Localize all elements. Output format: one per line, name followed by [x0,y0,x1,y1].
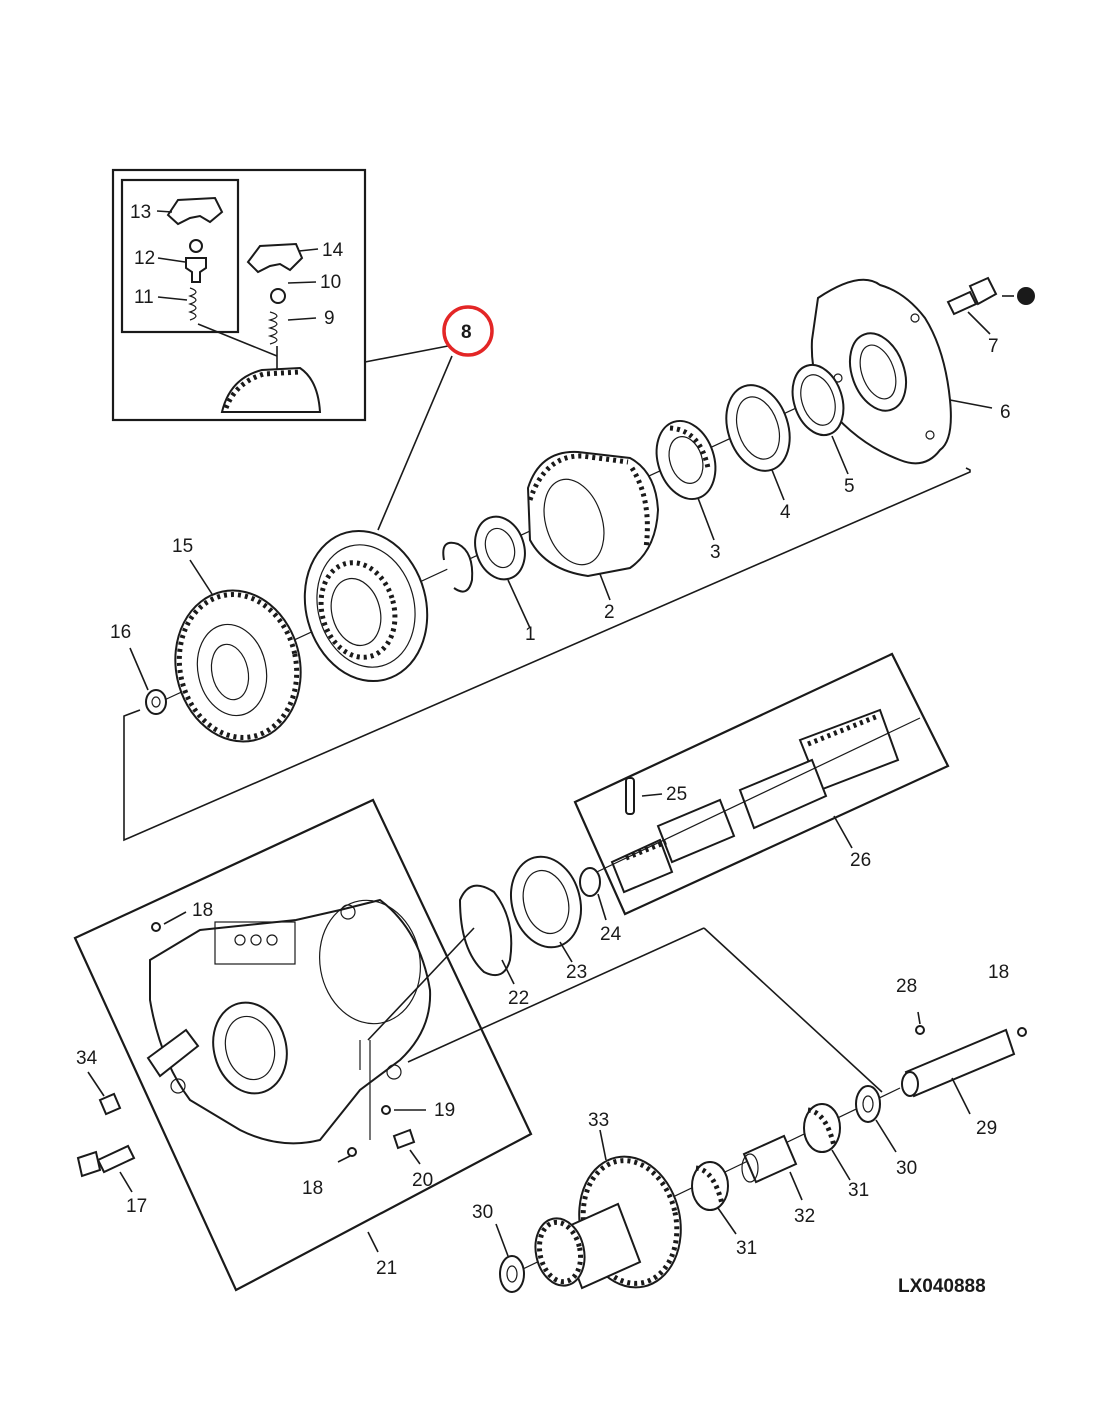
callout-26: 26 [850,850,871,871]
part-26-spline-start [610,838,674,894]
callout-3: 3 [710,542,721,563]
callout-4: 4 [780,502,791,523]
part-21-housing [149,898,432,1145]
sleeve-fragment [220,366,322,413]
part-31-bearing-right [803,1103,841,1153]
callout-11: 11 [134,287,154,308]
callout-25: 25 [666,784,687,805]
callout-30-right: 30 [896,1158,917,1179]
part-2-gear [526,450,660,578]
callout-16: 16 [110,622,131,643]
inset-frame [111,168,367,422]
callout-1: 1 [525,624,536,645]
callout-10: 10 [320,272,341,293]
part-10-ball [270,288,286,304]
callout-29: 29 [976,1118,997,1139]
part-25-pin [625,777,635,815]
callout-23: 23 [566,962,587,983]
part-30-washer-right [855,1085,881,1123]
callout-13: 13 [130,202,151,223]
part-24-ring [579,867,601,897]
callout-18-top: 18 [192,900,213,921]
part-18-ball-a [151,922,161,932]
shaft-assembly [573,652,950,916]
nut-symbol-icon [1017,287,1035,305]
housing-arm [146,1028,200,1078]
part-9-spring [267,311,278,345]
housing-assembly [73,798,705,1292]
snap-ring [442,541,474,593]
part-18-ball-b [347,1147,357,1157]
part-8-sleeve [303,529,429,683]
part-16-bushing [145,689,167,715]
housing-bore [212,1001,288,1095]
callout-20: 20 [412,1170,433,1191]
callout-24: 24 [600,924,622,945]
callout-33: 33 [588,1110,609,1131]
part-7-bolt-head [968,276,998,306]
inset-detail [111,168,367,422]
inset-subframe [120,178,240,334]
callout-19: 19 [434,1100,455,1121]
callout-28: 28 [896,976,917,997]
part-26-shaft-mid [656,798,736,864]
part-11-spring [188,287,197,321]
part-12-plunger [185,257,207,283]
part-4-cup [725,384,791,472]
callout-6: 6 [1000,402,1011,423]
callout-31-right: 31 [848,1180,869,1201]
callout-14: 14 [322,240,344,261]
part-26-shaft-body [738,758,828,830]
callout-21: 21 [376,1258,397,1279]
callout-2: 2 [604,602,615,623]
part-32-spacer [742,1134,798,1184]
part-17-bolt-shank [96,1144,136,1174]
callout-18-bottom: 18 [302,1178,323,1199]
figure-code: LX040888 [898,1276,986,1297]
callout-8: 8 [461,322,472,343]
callout-7: 7 [988,336,999,357]
part-29-shaft-end [901,1071,919,1097]
part-23-bearing [510,855,582,949]
part-1-bearing [474,515,526,581]
part-20-pin [392,1128,416,1150]
housing-frame [73,798,533,1292]
callout-32: 32 [794,1206,815,1227]
callout-30-left: 30 [472,1202,493,1223]
part-18-ball-c [1017,1027,1027,1037]
part-29-shaft [904,1028,1016,1098]
part-28-ball [915,1025,925,1035]
part-3-cone [655,419,717,501]
part-30-washer-left [499,1255,525,1293]
callout-34: 34 [76,1048,98,1069]
part-15-gear [174,589,302,743]
part-5-seal [791,363,845,437]
part-12-ball [189,239,203,253]
shaft-frame [573,652,950,916]
callout-31-left: 31 [736,1238,757,1259]
callout-9: 9 [324,308,335,329]
callout-17: 17 [126,1196,147,1217]
part-31-bearing-left [691,1161,729,1211]
part-17-bolt-head [76,1150,102,1178]
callout-labels: 1 2 3 4 5 6 7 8 9 10 11 12 13 14 15 16 1… [76,202,1011,1279]
bearing-group [458,855,607,985]
part-14-clip [246,242,304,274]
callout-5: 5 [844,476,855,497]
callout-15: 15 [172,536,193,557]
part-22-snap-ring [458,884,513,976]
part-6-bore [848,332,908,412]
part-7-bolt-shank [946,290,978,316]
cluster-assembly [495,927,1027,1293]
callout-18-right: 18 [988,962,1009,983]
upper-assembly [123,276,1035,842]
callout-12: 12 [134,248,155,269]
part-13-clip [166,196,224,226]
part-34-dowel [98,1092,122,1116]
callout-22: 22 [508,988,529,1009]
highlight-circle [442,305,494,357]
part-19-ball [381,1105,391,1115]
